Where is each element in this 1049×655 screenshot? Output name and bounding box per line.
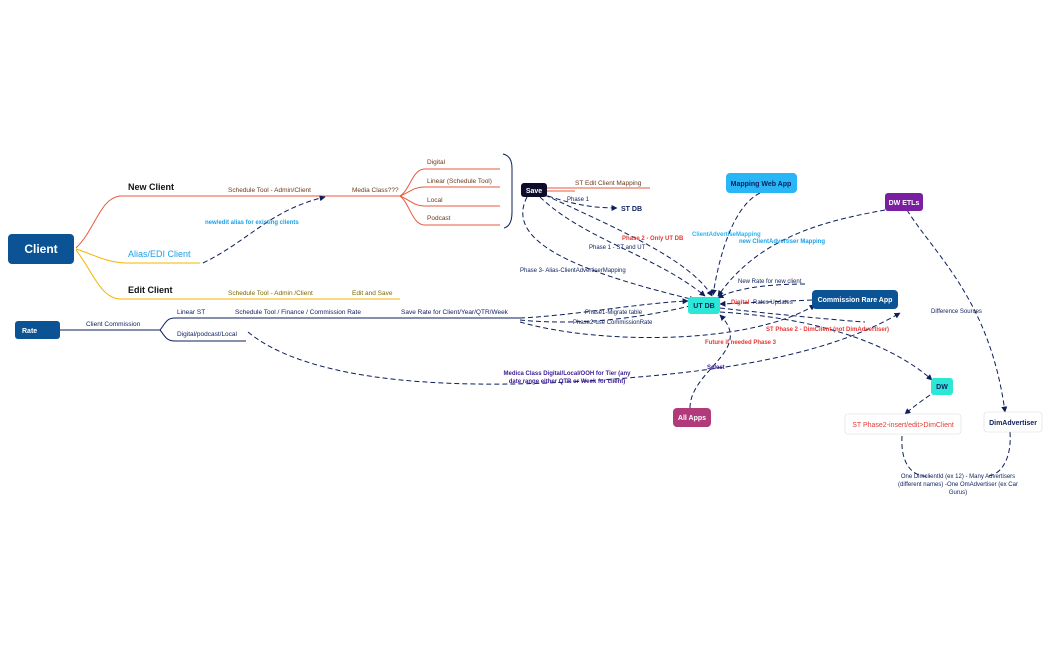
media-digital-label: Digital xyxy=(427,159,446,166)
st-edit-client-mapping-label: ST Edit Client Mapping xyxy=(575,180,642,187)
mapping-web-app-label: Mapping Web App xyxy=(731,181,792,188)
connector-dw-st-phase2 xyxy=(904,394,931,415)
connector-new-rate xyxy=(717,283,806,299)
dashed-connectors xyxy=(202,192,1011,477)
connector-mapping-web-app xyxy=(710,192,761,296)
connector-st-phase2-dimclient xyxy=(719,307,866,323)
connector-save-phase1-ut xyxy=(539,196,706,297)
connector-commission-rates xyxy=(719,299,813,307)
digital-word-label: Digital xyxy=(731,300,750,306)
schedule-tool-admin-client-label: Schedule Tool - Admin/Client xyxy=(228,187,311,194)
branch-new-client xyxy=(75,195,400,249)
connector-new-client-alias xyxy=(202,195,326,264)
alias-client-node[interactable]: Alias/EDI Client xyxy=(128,249,191,259)
all-apps-label: All Apps xyxy=(678,415,706,422)
medica-class-label-1: Medica Class Digital/Local/OOH for Tier … xyxy=(504,371,632,377)
select-label: Select xyxy=(707,365,725,371)
schedule-tool-admin-client2-label: Schedule Tool - Admin /Client xyxy=(228,290,313,297)
new-client-node[interactable]: New Client xyxy=(128,182,174,192)
client-commission-label: Client Commission xyxy=(86,321,141,328)
save-label: Save xyxy=(526,188,542,195)
st-db-node[interactable]: ST DB xyxy=(621,206,642,213)
connector-dw-etls-dim xyxy=(906,209,1008,413)
connector-save-phase3 xyxy=(522,196,696,302)
digital-podcast-local-label: Digital/podcast/Local xyxy=(177,331,238,338)
new-client-advertiser-mapping-label: new ClientAdvertiser Mapping xyxy=(739,239,825,245)
new-edit-alias-label: new/edit alias for existing clients xyxy=(205,220,299,226)
tree-branches xyxy=(60,153,650,342)
node-dw[interactable]: DW xyxy=(931,378,953,395)
branch-media-digital xyxy=(399,168,500,197)
phase2-use-commission-label: Phase2-use CommissionRate xyxy=(573,320,653,326)
connector-use-commission xyxy=(519,305,691,323)
media-linear-label: Linear (Schedule Tool) xyxy=(427,178,492,185)
st-phase2-dimclient-label: ST Phase 2 - DimClient (not DimAdvertise… xyxy=(766,327,889,333)
one-dim-label-3: Gurus) xyxy=(949,490,967,496)
linear-st-label: Linear ST xyxy=(177,309,205,316)
phase1-migrate-label: Phase1-Migrate table xyxy=(585,310,643,316)
labels: Schedule Tool - Admin/Client Media Class… xyxy=(86,159,1018,496)
node-st-phase2[interactable]: ST Phase2-insert/edit>DimClient xyxy=(844,413,962,435)
brace xyxy=(502,153,513,229)
branch-media-linear xyxy=(399,186,500,197)
one-dim-label-2: (different names) -One OmAdvertiser (ex … xyxy=(898,482,1018,488)
node-rate[interactable]: Rate xyxy=(15,321,60,339)
commission-app-label: Commission Rare App xyxy=(818,297,893,304)
node-dim-advertiser[interactable]: DimAdvertiser xyxy=(983,411,1043,433)
connector-future-phase3 xyxy=(519,304,816,339)
node-ut-db[interactable]: UT DB xyxy=(688,297,720,314)
node-client[interactable]: Client xyxy=(8,234,74,264)
node-save[interactable]: Save xyxy=(521,183,547,197)
dim-advertiser-label: DimAdvertiser xyxy=(989,420,1037,427)
branch-media-podcast xyxy=(399,195,500,226)
branch-alias-client xyxy=(75,248,200,264)
connector-migrate xyxy=(519,298,689,319)
connector-dim-one xyxy=(987,431,1011,477)
dw-etls-label: DW ETLs xyxy=(889,200,920,207)
phase3-alias-label: Phase 3- Alias-ClientAdvertiserMapping xyxy=(520,268,626,274)
connector-medica xyxy=(247,312,901,385)
client-label: Client xyxy=(24,242,57,256)
phase2-only-ut-label: Phase 2 - Only UT DB xyxy=(622,236,684,242)
connector-ut-to-dw xyxy=(719,311,933,381)
edit-client-node[interactable]: Edit Client xyxy=(128,285,173,295)
edit-and-save-label: Edit and Save xyxy=(352,290,393,297)
phase1-st-ut-label: Phase 1 - ST and UT xyxy=(589,245,646,251)
save-rate-label: Save Rate for Client/Year/QTR/Week xyxy=(401,309,509,316)
branch-digital-podcast xyxy=(159,329,246,342)
branch-media-local xyxy=(399,195,500,207)
text-nodes: New Client Alias/EDI Client Edit Client … xyxy=(128,182,642,295)
schedule-tool-finance-label: Schedule Tool / Finance / Commission Rat… xyxy=(235,309,361,316)
media-podcast-label: Podcast xyxy=(427,215,451,222)
media-class-label: Media Class??? xyxy=(352,187,399,194)
connector-all-apps xyxy=(689,314,731,409)
rates-updates-label: Rates Updates xyxy=(753,300,793,306)
connector-dw-etls-mapping xyxy=(717,209,886,297)
node-commission-app[interactable]: Commission Rare App xyxy=(812,290,898,309)
branch-linear-st xyxy=(159,317,520,331)
node-all-apps[interactable]: All Apps xyxy=(673,408,711,427)
medica-class-label-2: date range either QTR or Week for client… xyxy=(509,379,626,385)
node-mapping-web-app[interactable]: Mapping Web App xyxy=(726,173,797,193)
st-phase2-label: ST Phase2-insert/edit>DimClient xyxy=(852,422,954,429)
future-phase3-label: Future if needed Phase 3 xyxy=(705,340,777,346)
connector-st-phase2-one xyxy=(901,435,931,477)
connector-save-phase2 xyxy=(544,194,713,297)
branch-edit-client xyxy=(75,249,400,300)
phase1-label: Phase 1 xyxy=(567,197,590,203)
media-local-label: Local xyxy=(427,197,443,204)
node-dw-etls[interactable]: DW ETLs xyxy=(885,193,923,211)
new-rate-new-client-label: New Rate for new client xyxy=(738,279,802,285)
one-dim-label-1: One DimclientId (ex 12) - Many Advertise… xyxy=(901,474,1015,480)
difference-sources-label: Difference Sources xyxy=(931,309,982,315)
ut-db-label: UT DB xyxy=(693,303,714,310)
dw-label: DW xyxy=(936,384,948,391)
rate-label: Rate xyxy=(22,328,37,335)
client-advertise-mapping-label: ClientAdvertiseMapping xyxy=(692,232,761,238)
connector-save-st-db xyxy=(547,195,618,211)
